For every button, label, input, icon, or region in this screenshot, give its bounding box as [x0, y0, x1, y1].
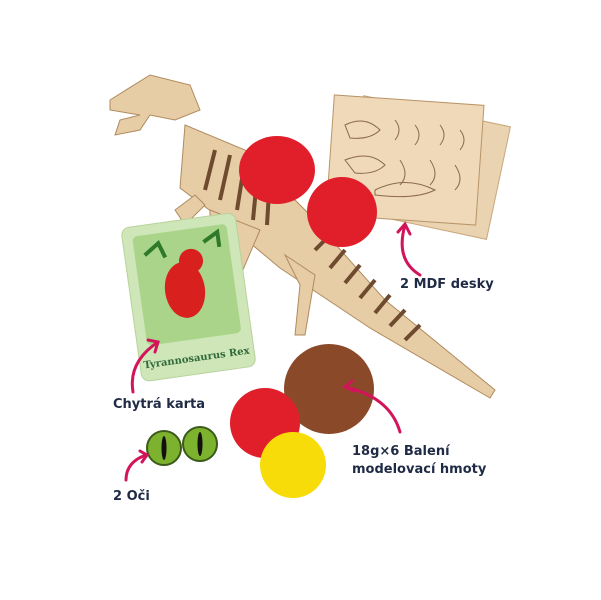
brown-clay-disc [284, 344, 374, 434]
label-smart-card: Chytrá karta [113, 397, 206, 412]
label-eyes: 2 Oči [113, 489, 150, 504]
label-clay-line2: modelovací hmoty [352, 462, 487, 477]
label-mdf-boards: 2 MDF desky [400, 277, 494, 292]
yellow-clay-disc [260, 432, 326, 498]
red-clay-blob [307, 177, 377, 247]
red-clay-blob [239, 136, 315, 204]
eyes [146, 426, 218, 466]
label-clay-line1: 18g×6 Balení [352, 444, 450, 459]
annotation-arrows [124, 221, 422, 482]
smart-card: Tyrannosaurus Rex [121, 212, 256, 382]
